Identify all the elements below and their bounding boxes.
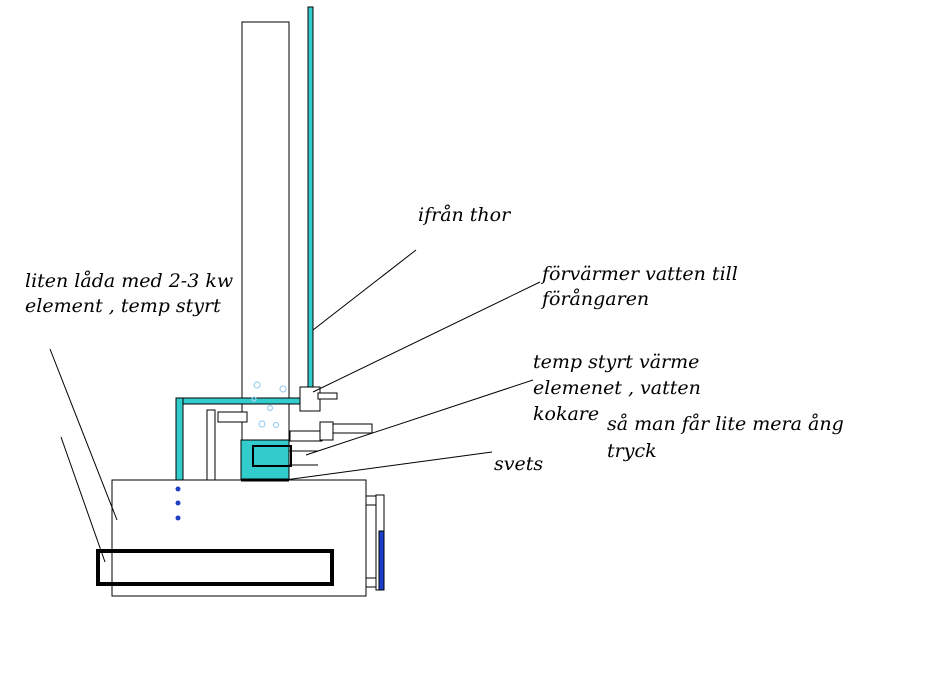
small-horizontal-pipe: [217, 411, 248, 423]
label-sa-man-2: tryck: [607, 440, 657, 462]
connector-2: [319, 421, 334, 441]
pointer-svets: [284, 451, 493, 481]
label-forvarmer-1: förvärmer vatten till: [540, 263, 738, 285]
pointer-liten-lada-2: [60, 436, 106, 563]
pointer-forvarmer: [312, 281, 541, 393]
heater-panel: [378, 530, 385, 591]
heating-element-bar: [96, 549, 334, 586]
label-forvarmer-2: förångaren: [540, 288, 649, 310]
label-ifran-thor: ifrån thor: [418, 204, 512, 226]
connector-1: [289, 430, 323, 442]
main-box: [111, 479, 367, 597]
steam-bubbles: [251, 381, 287, 429]
label-temp-styrt-3: kokare: [533, 403, 599, 425]
connector-3: [332, 423, 373, 434]
incoming-water-pipe: [307, 6, 314, 390]
label-temp-styrt-1: temp styrt värme: [533, 351, 699, 373]
pointer-temp-styrt: [305, 379, 534, 456]
pointer-ifran-thor: [312, 249, 417, 331]
label-svets: svets: [494, 453, 543, 475]
label-liten-lada-2: element , temp styrt: [25, 295, 221, 317]
down-water-pipe: [175, 397, 184, 481]
horizontal-water-pipe: [177, 397, 305, 405]
label-liten-lada-1: liten låda med 2-3 kw: [25, 270, 233, 292]
label-temp-styrt-2: elemenet , vatten: [533, 377, 701, 399]
vertical-bar: [206, 409, 216, 481]
tall-column: [241, 21, 290, 481]
pointer-liten-lada-1: [49, 348, 118, 521]
heating-element: [252, 445, 292, 467]
label-sa-man-1: så man får lite mera ång: [607, 413, 844, 435]
pointer-lines: [49, 249, 541, 563]
small-dots: [175, 486, 181, 521]
valve-handle: [317, 392, 338, 400]
